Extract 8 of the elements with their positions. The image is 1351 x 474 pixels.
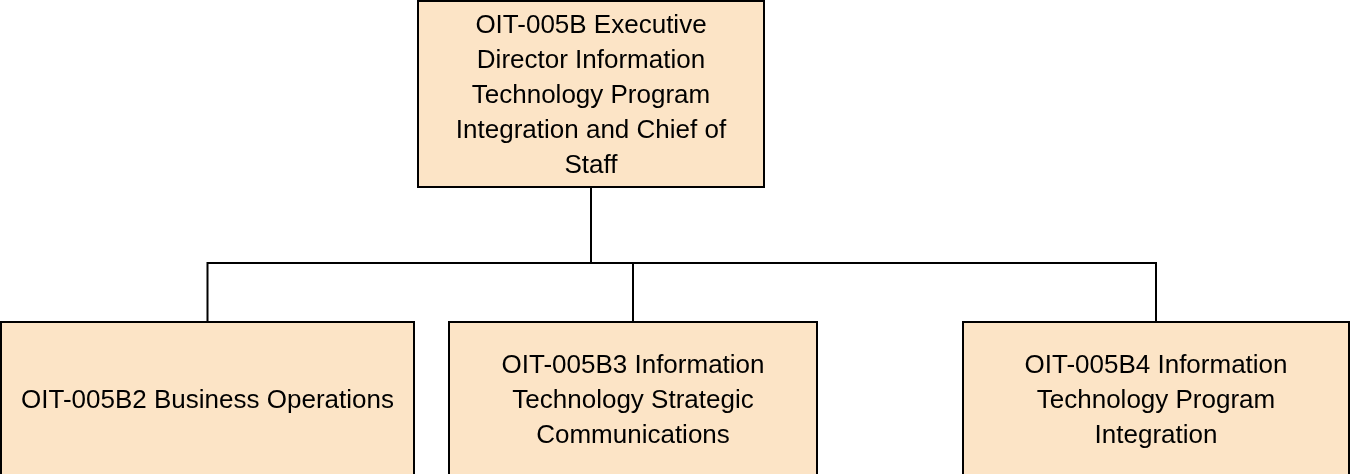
position-box <box>417 0 765 188</box>
position-title: OIT-005B2 Business Operations <box>21 382 394 416</box>
position-title: OIT-005B4 Information Technology Program Integration <box>1023 347 1289 451</box>
position-box <box>448 321 818 474</box>
position-box <box>962 321 1350 474</box>
position-title: OIT-005B3 Information Technology Strategic Communications <box>500 347 766 451</box>
position-title: OIT-005B Executive Director Information Technology Program Integration and Chief of Staff <box>454 7 728 181</box>
position-box <box>0 321 415 474</box>
